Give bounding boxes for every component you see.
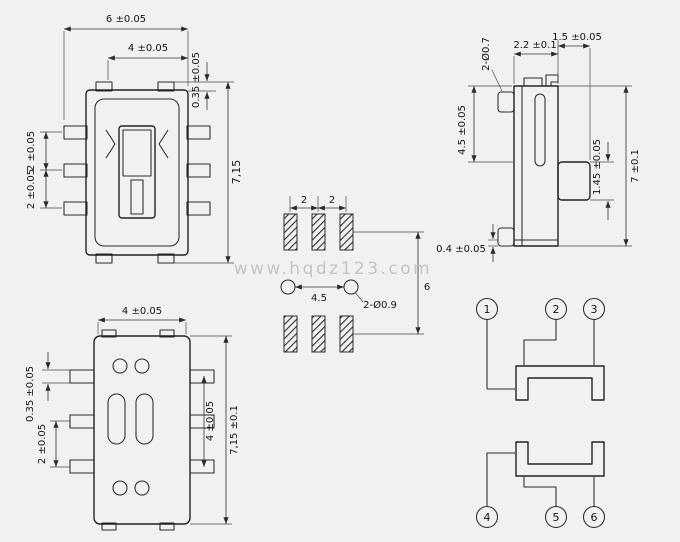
- schematic-terminal-1-label: 1: [484, 303, 491, 316]
- bottom-hole: [134, 358, 150, 374]
- schematic-terminal-3: 3: [582, 297, 606, 321]
- side-knob: [557, 161, 591, 201]
- schematic-terminal-2: 2: [544, 297, 568, 321]
- bottom-dim-width-label: 4 ±0.05: [122, 306, 162, 317]
- footprint-dim-holes-label: 2-Ø0.9: [363, 299, 397, 311]
- front-dim-inner-width: 4 ±0.05: [107, 43, 188, 80]
- side-dim-knob-protrusion: 1.5 ±0.05: [552, 32, 602, 160]
- front-view: 6 ±0.05 4 ±0.05 0.35 ±0.05 2 ±0.05 2 ±0.…: [26, 14, 243, 264]
- bottom-view: 4 ±0.05 0.35 ±0.05 2 ±0.05 4 ±0.05 7,15 …: [25, 306, 240, 531]
- watermark: www.hqdz123.com: [234, 259, 433, 279]
- footprint-dim-hole-span-label: 4.5: [311, 293, 327, 304]
- front-dim-inner-width-label: 4 ±0.05: [128, 43, 168, 54]
- schematic-terminal-4-label: 4: [484, 511, 491, 524]
- footprint-dim-row-span: 6: [353, 231, 430, 335]
- bottom-mounting-tabs: [101, 329, 175, 531]
- footprint-view: 2 2 4.5 2-Ø0.9 6: [280, 195, 430, 353]
- front-dim-step: 0.35 ±0.05: [188, 52, 216, 110]
- front-inner-frame: [94, 98, 180, 247]
- schematic-terminal-3-label: 3: [591, 303, 598, 316]
- bottom-hole: [134, 480, 150, 496]
- front-dim-pitch: 2 ±0.05 2 ±0.05: [26, 131, 62, 209]
- schematic-terminal-6: 6: [582, 505, 606, 529]
- side-dim-thickness-label: 2.2 ±0.1: [513, 40, 556, 51]
- side-view: 2.2 ±0.1 1.5 ±0.05 2-Ø0.7 4.5 ±0.05 1.45…: [436, 32, 641, 262]
- front-dim-overall-width: 6 ±0.05: [63, 14, 189, 120]
- bottom-dim-pitch-label: 2 ±0.05: [37, 424, 48, 464]
- front-body-outline: [85, 89, 189, 256]
- bottom-dim-step-label: 0.35 ±0.05: [25, 366, 36, 422]
- side-top-tab: [523, 77, 543, 87]
- front-dim-height: 7,15: [174, 81, 243, 264]
- schematic-wire-5: [523, 477, 557, 507]
- front-dim-step-label: 0.35 ±0.05: [191, 52, 202, 108]
- schematic-wire-1: [486, 319, 515, 390]
- side-dim-base: 0.4 ±0.05: [436, 224, 498, 262]
- bottom-dim-width: 4 ±0.05: [97, 306, 187, 334]
- bottom-dim-pin-span: 4 ±0.05: [201, 376, 216, 467]
- schematic-terminal-6-label: 6: [591, 511, 598, 524]
- front-left-chevron: [105, 129, 116, 159]
- front-dim-height-label: 7,15: [230, 160, 243, 185]
- side-dim-knob-height-label: 1.45 ±0.05: [592, 139, 603, 195]
- bottom-dim-height-label: 7,15 ±0.1: [229, 405, 240, 455]
- schematic-view: 1 2 3 4 5 6: [475, 297, 606, 529]
- side-dim-holes-label: 2-Ø0.7: [480, 37, 492, 71]
- front-right-chevron: [158, 129, 169, 159]
- footprint-pads-top: [283, 213, 354, 251]
- schematic-terminal-2-label: 2: [553, 303, 560, 316]
- footprint-dim-row-span-label: 6: [424, 282, 430, 293]
- schematic-terminal-5: 5: [544, 505, 568, 529]
- side-dim-height-label: 7 ±0.1: [630, 149, 641, 183]
- front-pins: [63, 125, 211, 216]
- front-dim-overall-width-label: 6 ±0.05: [106, 14, 146, 25]
- footprint-dim-holes: 2-Ø0.9: [354, 291, 397, 311]
- front-knob-stem: [130, 179, 144, 215]
- schematic-wire-2: [523, 319, 557, 365]
- bottom-dim-pitch: 2 ±0.05: [37, 420, 70, 468]
- side-dim-height: 7 ±0.1: [558, 85, 641, 247]
- bottom-dim-pin-span-label: 4 ±0.05: [205, 401, 216, 441]
- bottom-slot: [107, 393, 126, 445]
- bottom-slot: [135, 393, 154, 445]
- schematic-terminal-5-label: 5: [553, 511, 560, 524]
- schematic-lower-contact: [515, 441, 605, 477]
- schematic-terminal-4: 4: [475, 505, 499, 529]
- bottom-dim-step: 0.35 ±0.05: [25, 352, 70, 422]
- schematic-upper-contact: [515, 365, 605, 401]
- side-dim-knob-height: 1.45 ±0.05: [590, 139, 614, 220]
- front-slider-knob: [118, 125, 156, 219]
- side-dim-base-label: 0.4 ±0.05: [436, 244, 486, 255]
- schematic-terminal-1: 1: [475, 297, 499, 321]
- footprint-pads-bottom: [283, 315, 354, 353]
- schematic-wire-4: [486, 452, 515, 507]
- side-dim-knob-protrusion-label: 1.5 ±0.05: [552, 32, 602, 43]
- bottom-hole: [112, 358, 128, 374]
- side-dim-top-to-knob: 4.5 ±0.05: [457, 85, 514, 163]
- side-dim-holes: 2-Ø0.7: [480, 37, 503, 92]
- bottom-hole: [112, 480, 128, 496]
- front-dim-pitch-lower-label: 2 ±0.05: [26, 169, 37, 209]
- footprint-dim-hole-span: 4.5: [295, 284, 344, 304]
- side-slot: [534, 93, 546, 167]
- front-mounting-tabs: [95, 81, 175, 264]
- bottom-body-outline: [93, 335, 191, 525]
- bottom-dim-height: 7,15 ±0.1: [190, 335, 240, 525]
- footprint-dim-pitch-left-label: 2: [301, 195, 307, 206]
- footprint-dim-pitch: 2 2: [289, 195, 347, 212]
- side-dim-top-to-knob-label: 4.5 ±0.05: [457, 105, 468, 155]
- footprint-dim-pitch-right-label: 2: [329, 195, 335, 206]
- front-dim-pitch-upper-label: 2 ±0.05: [26, 131, 37, 171]
- front-actuator: [122, 129, 152, 177]
